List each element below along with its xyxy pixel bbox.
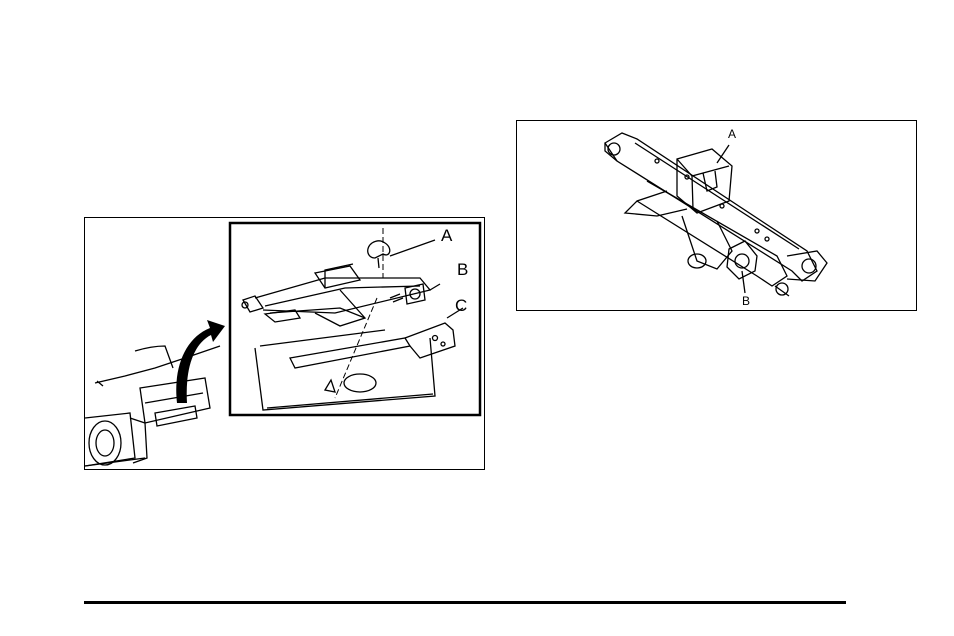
footer-rule xyxy=(84,601,846,604)
callout-c: C xyxy=(455,296,467,316)
jack-detail-illustration xyxy=(517,121,918,312)
figure-jack-storage: A B C xyxy=(84,217,485,470)
scissor-jack-icon xyxy=(605,133,827,296)
callout-a: A xyxy=(441,226,452,246)
figure-jack-detail: A B xyxy=(516,120,917,311)
jack-storage-illustration xyxy=(85,218,486,471)
curved-arrow-icon xyxy=(176,320,225,403)
callout-a: A xyxy=(728,127,736,141)
inset-frame xyxy=(230,223,480,415)
callout-b: B xyxy=(457,260,468,280)
car-rear-icon xyxy=(85,346,220,466)
callout-b: B xyxy=(742,294,750,308)
